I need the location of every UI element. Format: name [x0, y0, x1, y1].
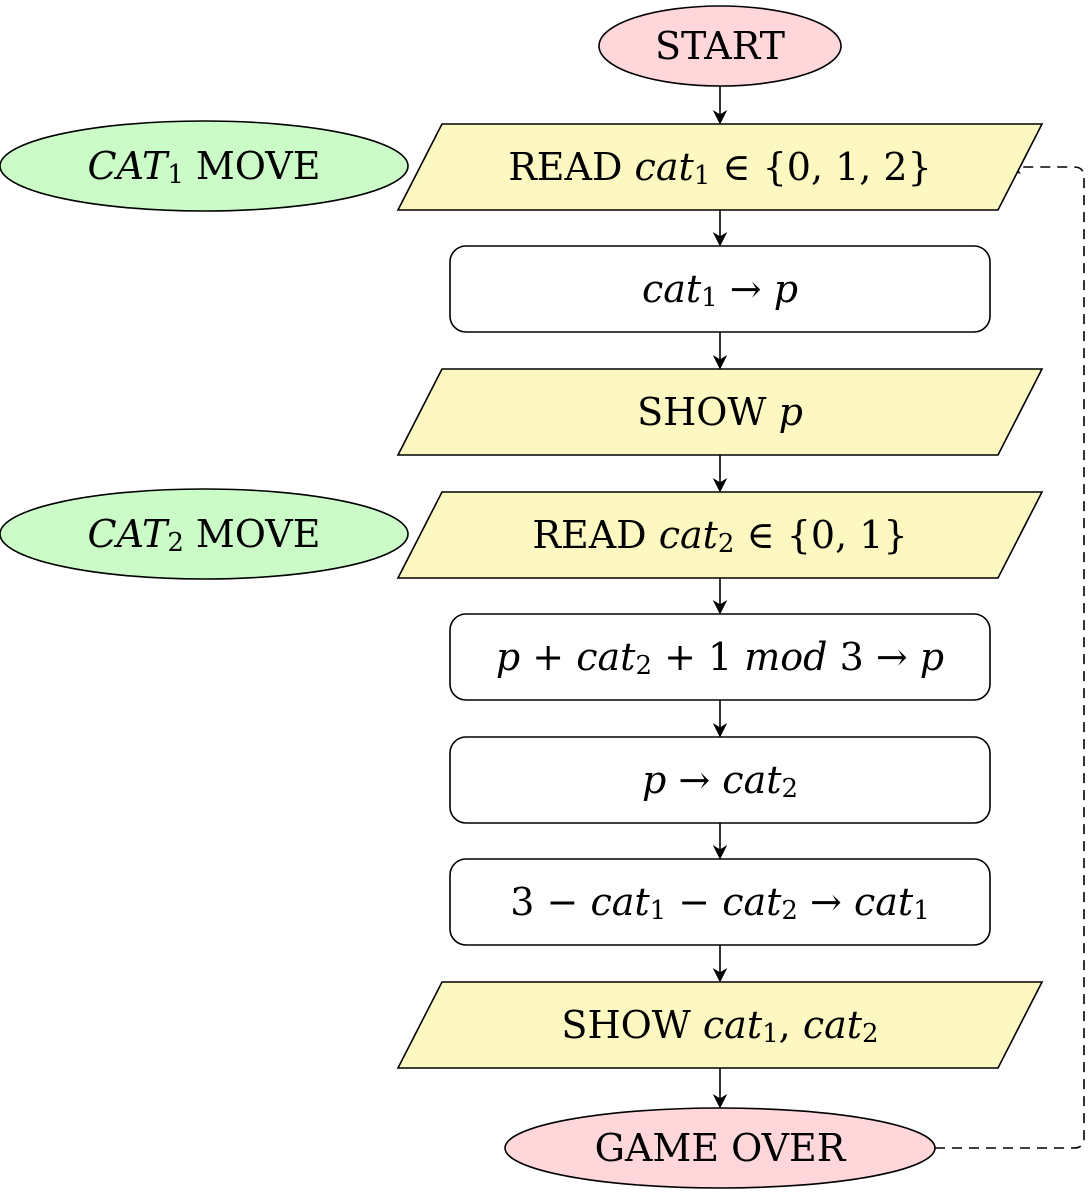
subscript: 2: [718, 529, 735, 559]
step-text: cat: [722, 758, 782, 802]
step-text: cat: [590, 880, 650, 924]
process-shape: [449, 613, 991, 701]
step-text: SHOW: [561, 1003, 702, 1047]
cat1-subscript: 1: [167, 160, 184, 190]
step-text: +: [520, 635, 576, 679]
start-terminal: START: [598, 5, 842, 87]
step-text: mod: [744, 635, 827, 679]
subscript: 1: [913, 896, 930, 926]
end-terminal: GAME OVER: [504, 1107, 936, 1189]
cat2-subscript: 2: [167, 528, 184, 558]
io-step: READ cat2 ∈ {0, 1}: [396, 491, 1044, 579]
subscript: 2: [782, 774, 799, 804]
subscript: 1: [701, 283, 718, 313]
subscript: 2: [781, 896, 798, 926]
step-label: p + cat2 + 1 mod 3 → p: [496, 635, 944, 681]
step-label: cat1 → p: [642, 267, 798, 313]
step-text: →: [798, 880, 854, 924]
cat2-move-text: MOVE: [196, 512, 321, 556]
process-step: p → cat2: [449, 736, 991, 824]
process-shape: [449, 858, 991, 946]
step-text: cat: [722, 880, 782, 924]
process-step: p + cat2 + 1 mod 3 → p: [449, 613, 991, 701]
step-text: cat: [576, 635, 636, 679]
loop-back-arrow: [935, 159, 1085, 1149]
step-label: READ cat2 ∈ {0, 1}: [532, 513, 907, 559]
process-shape: [449, 736, 991, 824]
step-label: READ cat1 ∈ {0, 1, 2}: [508, 145, 932, 191]
cat1-move-text: MOVE: [196, 144, 321, 188]
step-text: ∈ {0, 1, 2}: [710, 145, 932, 189]
cat1-move-label: CAT1 MOVE: [0, 120, 409, 212]
io-shape: [396, 491, 1044, 579]
cat2-move-label: CAT2 MOVE: [0, 488, 409, 580]
cat2-name: CAT: [88, 512, 170, 556]
step-text: →: [718, 267, 774, 311]
process-shape: [449, 245, 991, 333]
step-text: cat: [659, 513, 719, 557]
step-label: p → cat2: [642, 758, 798, 804]
io-step: SHOW p: [396, 368, 1044, 456]
io-shape: [396, 123, 1044, 211]
step-text: p: [774, 267, 798, 311]
io-shape: [396, 981, 1044, 1069]
process-step: 3 − cat1 − cat2 → cat1: [449, 858, 991, 946]
end-label: GAME OVER: [595, 1126, 847, 1170]
subscript: 1: [762, 1019, 779, 1049]
process-step: cat1 → p: [449, 245, 991, 333]
step-label: SHOW cat1, cat2: [561, 1003, 878, 1049]
step-text: cat: [635, 145, 695, 189]
step-text: ,: [779, 1003, 803, 1047]
step-text: →: [666, 758, 722, 802]
step-text: ∈ {0, 1}: [734, 513, 907, 557]
step-text: 3 →: [828, 635, 920, 679]
step-text: cat: [854, 880, 914, 924]
step-text: p: [496, 635, 520, 679]
connectors: [712, 86, 1085, 1149]
step-text: p: [920, 635, 944, 679]
step-text: p: [779, 390, 803, 434]
step-text: SHOW: [637, 390, 778, 434]
step-label: SHOW p: [637, 390, 803, 434]
start-label: START: [655, 24, 785, 68]
io-step: READ cat1 ∈ {0, 1, 2}: [396, 123, 1044, 211]
subscript: 2: [862, 1019, 879, 1049]
step-text: cat: [642, 267, 702, 311]
step-text: 3 −: [510, 880, 590, 924]
io-step: SHOW cat1, cat2: [396, 981, 1044, 1069]
cat1-name: CAT: [88, 144, 170, 188]
subscript: 1: [650, 896, 667, 926]
subscript: 1: [694, 161, 711, 191]
io-shape: [396, 368, 1044, 456]
step-text: READ: [532, 513, 658, 557]
step-text: READ: [508, 145, 634, 189]
step-label: 3 − cat1 − cat2 → cat1: [510, 880, 929, 926]
step-text: p: [642, 758, 666, 802]
subscript: 2: [635, 651, 652, 681]
step-text: + 1: [652, 635, 744, 679]
step-text: −: [666, 880, 722, 924]
step-text: cat: [703, 1003, 763, 1047]
step-text: cat: [803, 1003, 863, 1047]
